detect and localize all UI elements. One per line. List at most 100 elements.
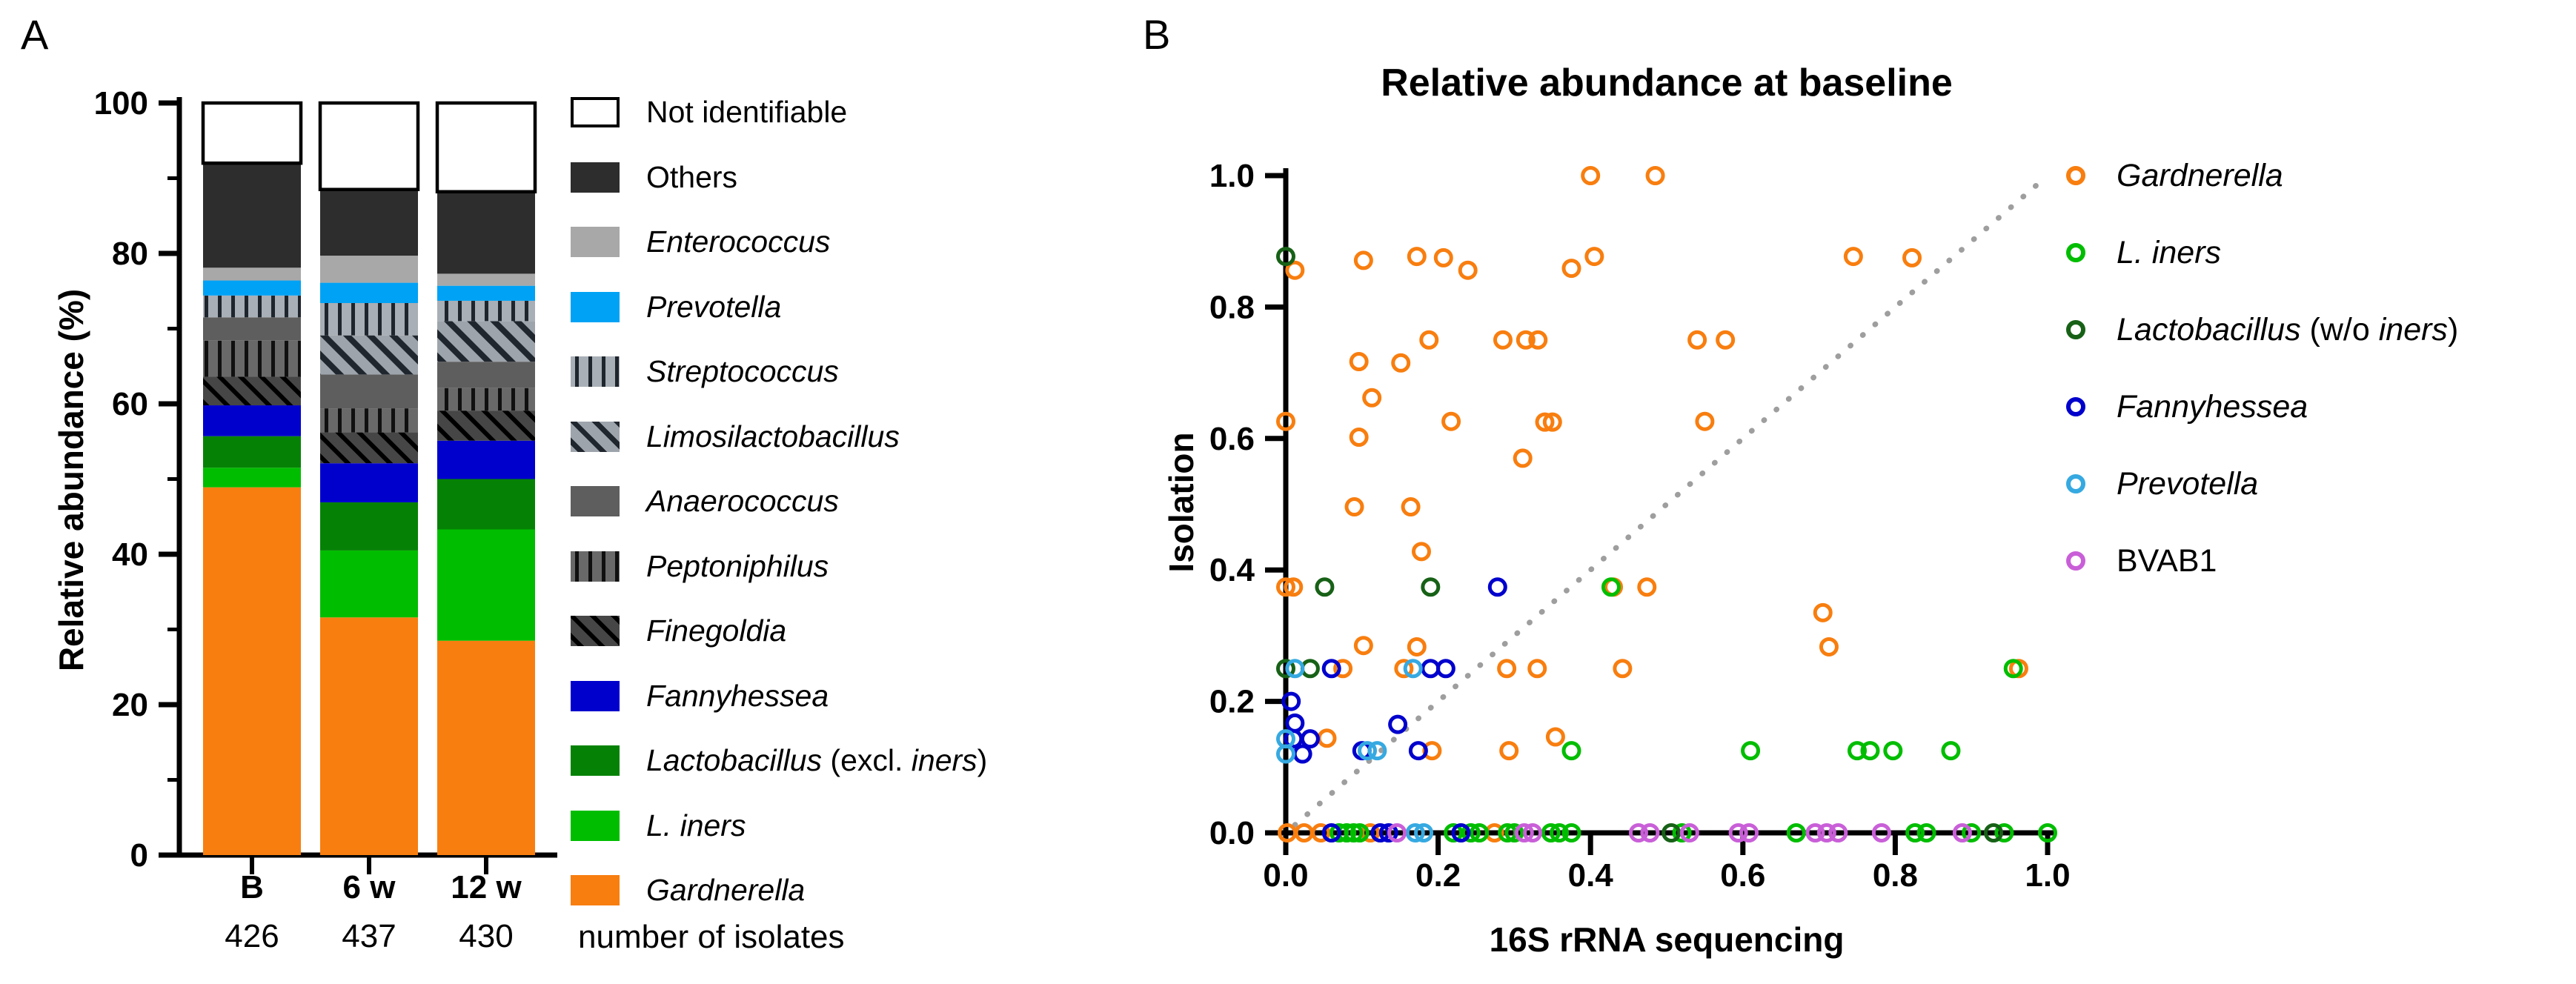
scatter-point bbox=[1353, 636, 1373, 656]
bar-segment bbox=[437, 410, 535, 441]
scatter-point bbox=[1528, 330, 1548, 350]
legend-label: L. iners bbox=[2117, 235, 2221, 271]
scatter-point bbox=[1497, 659, 1517, 679]
bar-segment bbox=[203, 267, 301, 281]
scatter-point bbox=[1388, 714, 1408, 734]
scatter-point bbox=[1860, 741, 1880, 761]
scatter-point bbox=[2038, 823, 2057, 842]
scatter-point bbox=[1407, 247, 1427, 267]
scatter-point bbox=[1433, 247, 1453, 267]
scatter-point bbox=[1407, 636, 1427, 656]
scatter-point bbox=[1493, 330, 1513, 350]
scatter-point bbox=[1349, 428, 1369, 448]
panel-a-y-tick-label: 0 bbox=[130, 837, 148, 874]
scatter-point bbox=[1542, 412, 1562, 432]
panel-b-x-tick-label: 0.6 bbox=[1720, 857, 1765, 894]
legend-label: Lactobacillus (w/o iners) bbox=[2117, 312, 2458, 348]
bar-segment bbox=[201, 101, 303, 165]
panel-b-legend-item: Lactobacillus (w/o iners) bbox=[2066, 291, 2458, 368]
legend-label: Gardnerella bbox=[646, 873, 805, 908]
scatter-point bbox=[1695, 411, 1715, 431]
panel-b-x-tick-label: 1.0 bbox=[2025, 857, 2070, 894]
bar-segment bbox=[203, 317, 301, 341]
panel-a-y-tick-label: 40 bbox=[112, 536, 148, 573]
bar-segment bbox=[437, 300, 535, 322]
scatter-point bbox=[1816, 823, 1836, 842]
panel-b-y-tick-label: 1.0 bbox=[1209, 158, 1255, 194]
scatter-point bbox=[2003, 659, 2023, 679]
panel-b-x-tick-label: 0.4 bbox=[1568, 857, 1614, 894]
panel-b-x-axis-title: 16S rRNA sequencing bbox=[1489, 920, 1845, 959]
legend-swatch bbox=[571, 875, 620, 906]
legend-swatch bbox=[571, 745, 620, 777]
legend-label-part: Lactobacillus bbox=[2117, 311, 2301, 348]
legend-label: Fannyhessea bbox=[646, 679, 829, 714]
panel-a-y-tick-label: 60 bbox=[112, 386, 148, 422]
scatter-point bbox=[1284, 577, 1304, 597]
bar-segment bbox=[437, 529, 535, 641]
scatter-point bbox=[1321, 823, 1341, 842]
legend-label-part: Others bbox=[646, 159, 738, 194]
scatter-point bbox=[1687, 330, 1707, 350]
scatter-point bbox=[1458, 260, 1478, 280]
scatter-point bbox=[1994, 823, 2014, 842]
scatter-point bbox=[1276, 411, 1295, 431]
scatter-point bbox=[1640, 823, 1660, 842]
scatter-point bbox=[1741, 741, 1761, 761]
legend-swatch bbox=[571, 291, 620, 322]
bar-segment bbox=[320, 282, 418, 303]
bar-segment bbox=[437, 640, 535, 855]
legend-label-part: Finegoldia bbox=[646, 614, 787, 648]
legend-label: Peptoniphilus bbox=[646, 549, 829, 584]
scatter-point bbox=[1281, 691, 1301, 711]
identity-line bbox=[1292, 180, 2042, 828]
scatter-point bbox=[1581, 166, 1601, 185]
scatter-point bbox=[1419, 330, 1439, 350]
scatter-point bbox=[1613, 659, 1633, 679]
bar-segment bbox=[435, 101, 537, 194]
panel-a-legend-item: Fannyhessea bbox=[571, 664, 987, 729]
legend-swatch bbox=[571, 227, 620, 258]
scatter-point bbox=[1739, 823, 1759, 842]
panel-b-y-tick-label: 0.8 bbox=[1209, 289, 1255, 325]
scatter-point bbox=[1394, 659, 1414, 679]
scatter-point bbox=[1421, 577, 1441, 597]
scatter-point bbox=[1523, 823, 1543, 842]
scatter-point bbox=[1679, 823, 1699, 842]
legend-circle-marker bbox=[2066, 243, 2085, 262]
panel-a-legend-item: Streptococcus bbox=[571, 339, 987, 405]
legend-label-part: Not identifiable bbox=[646, 95, 848, 130]
bar-segment bbox=[437, 191, 535, 274]
legend-label-part: Gardnerella bbox=[646, 873, 806, 908]
legend-label-part: ) bbox=[977, 743, 988, 778]
scatter-point bbox=[1535, 412, 1555, 432]
panel-b-x-tick-label: 0.8 bbox=[1873, 857, 1918, 894]
scatter-point bbox=[1276, 744, 1295, 764]
scatter-point bbox=[1414, 823, 1434, 842]
scatter-point bbox=[1561, 823, 1581, 842]
legend-label: Enterococcus bbox=[646, 225, 830, 259]
scatter-point bbox=[1311, 823, 1331, 842]
bar-segment bbox=[437, 479, 535, 530]
legend-label: Fannyhessea bbox=[2117, 389, 2308, 425]
panel-a-legend-item: Gardnerella bbox=[571, 858, 987, 923]
scatter-point bbox=[1527, 659, 1547, 679]
bar-segment bbox=[320, 408, 418, 433]
bar-segment bbox=[203, 280, 301, 296]
legend-swatch bbox=[571, 680, 620, 711]
legend-label: BVAB1 bbox=[2117, 543, 2217, 579]
panel-a-legend-item: Lactobacillus (excl. iners) bbox=[571, 728, 987, 794]
bar-segment bbox=[318, 101, 420, 191]
bar-segment bbox=[203, 436, 301, 468]
scatter-point bbox=[1349, 352, 1369, 372]
bar-segment bbox=[437, 362, 535, 388]
scatter-point bbox=[1401, 497, 1421, 517]
legend-label-part: Fannyhessea bbox=[2117, 388, 2308, 425]
legend-label-part: Streptococcus bbox=[646, 354, 839, 389]
scatter-point bbox=[1514, 823, 1534, 842]
scatter-point bbox=[1317, 728, 1337, 748]
legend-swatch bbox=[571, 810, 620, 841]
